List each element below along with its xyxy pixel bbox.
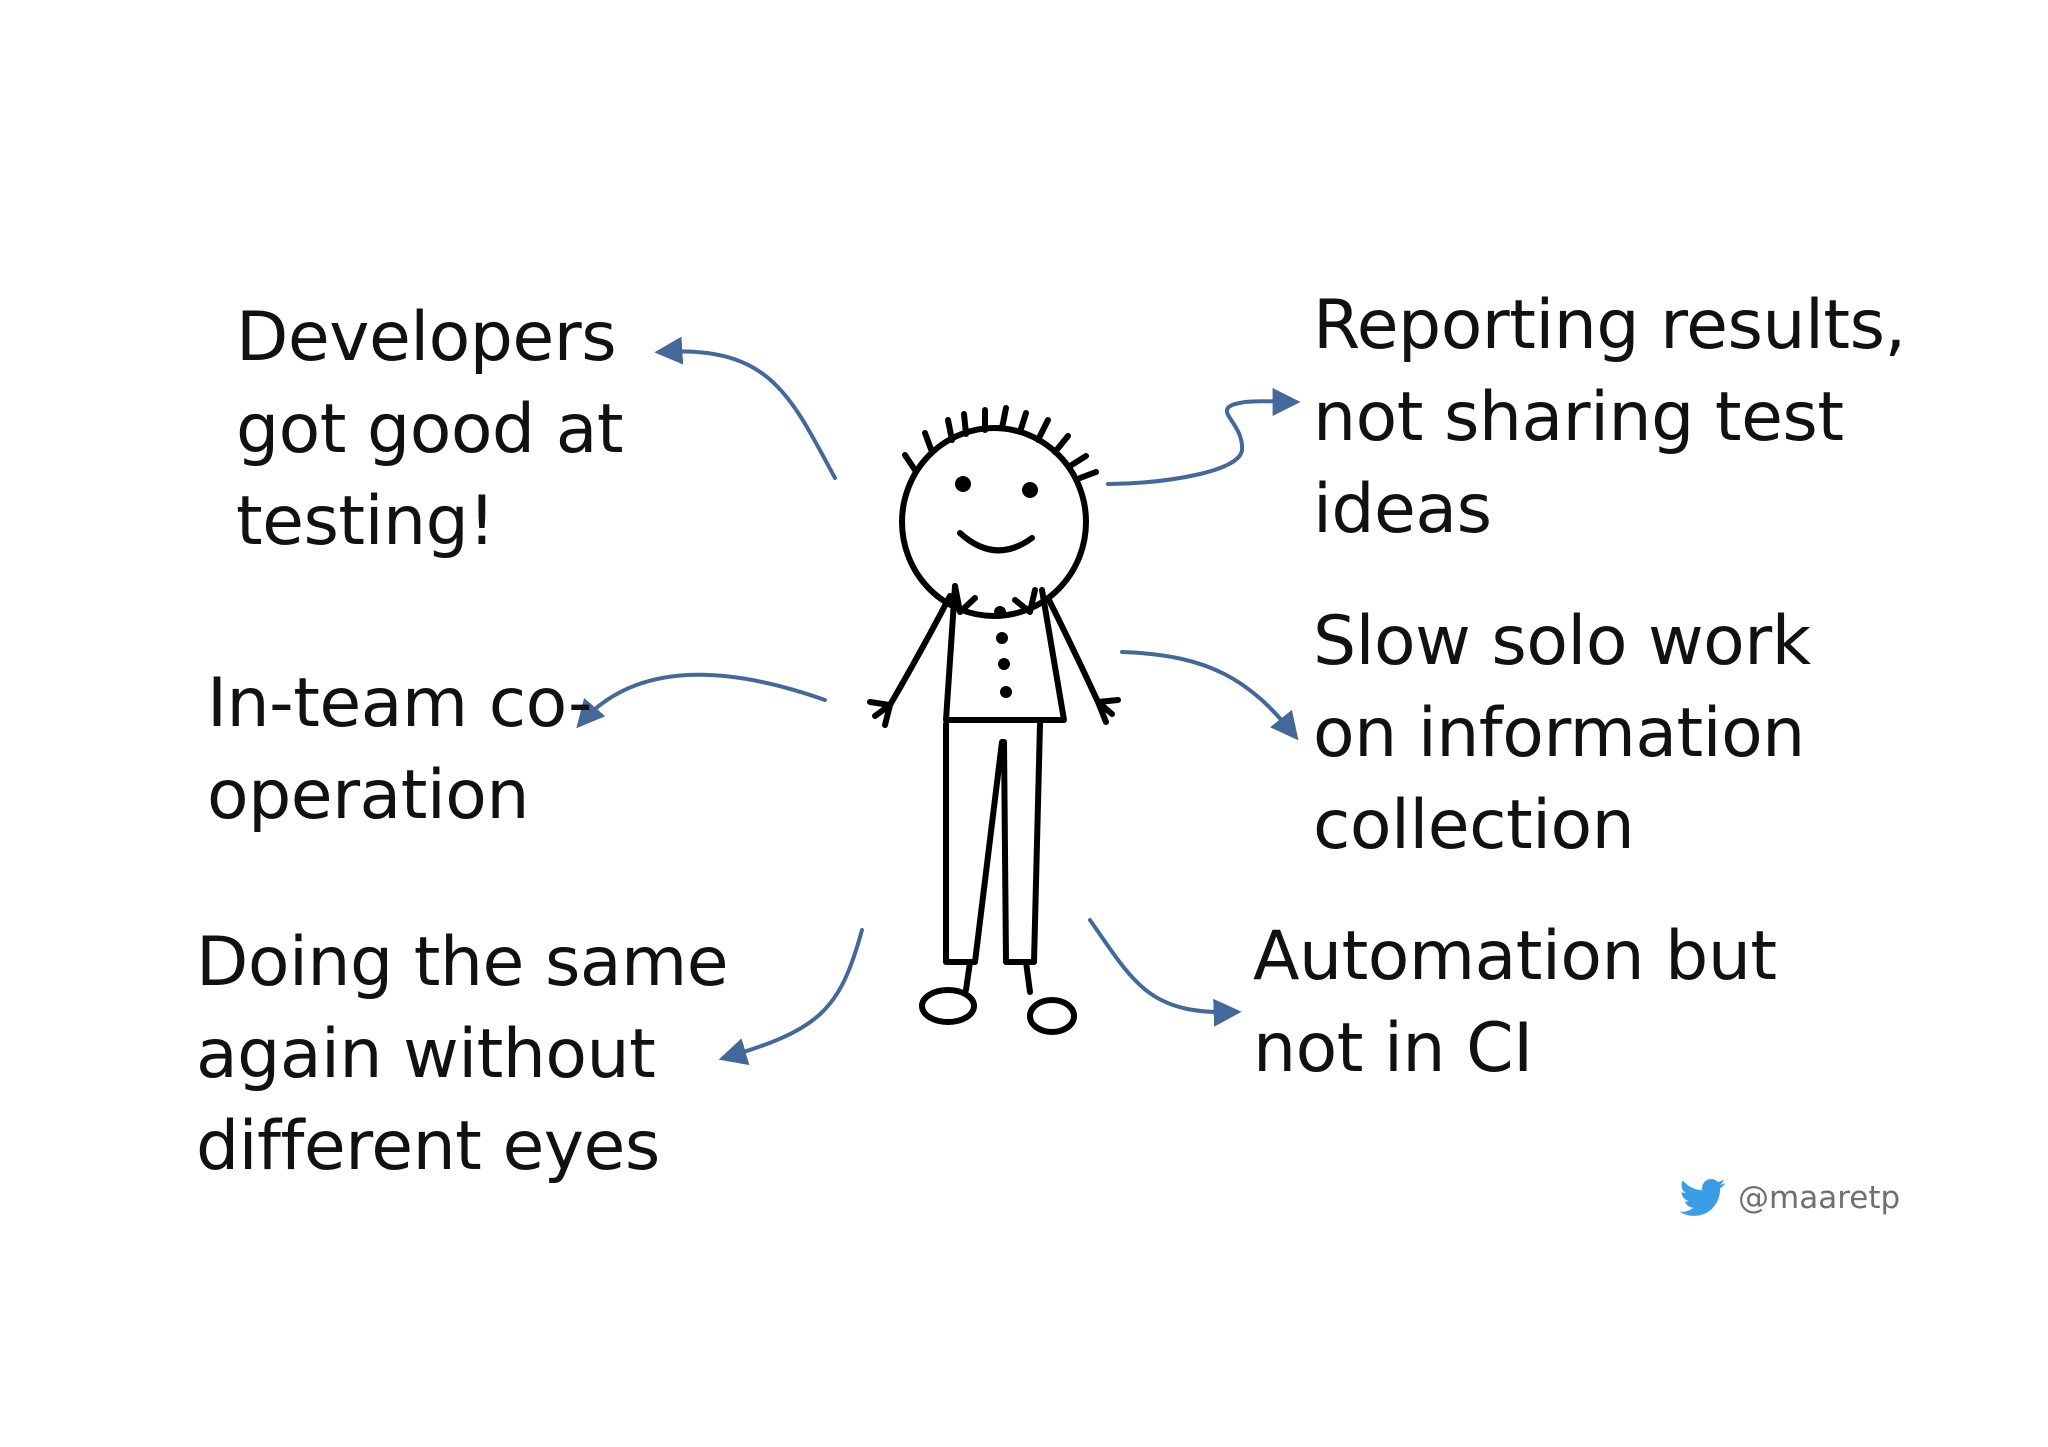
figure-eye-left	[955, 476, 971, 492]
figure-head	[899, 425, 1089, 619]
figure-torso	[943, 583, 1067, 723]
arrow-doing	[718, 928, 864, 1066]
figure-eye-right	[1022, 482, 1038, 498]
label-line: testing!	[236, 482, 496, 561]
arrow-inteam	[576, 672, 827, 729]
twitter-handle-text: @maaretp	[1738, 1180, 1901, 1216]
twitter-bird-icon	[1680, 1179, 1726, 1216]
stick-figure	[867, 405, 1121, 1035]
figure-button	[1000, 686, 1012, 698]
label-line: Automation but	[1253, 917, 1777, 996]
label-line: Doing the same	[196, 923, 729, 1002]
figure-arm-left	[867, 593, 953, 728]
label-line: Reporting results,	[1313, 286, 1906, 365]
arrow-automation	[1088, 918, 1242, 1027]
figure-foot-left	[919, 987, 977, 1025]
twitter-handle[interactable]: @maaretp	[1680, 1174, 1900, 1222]
label-doing-the-same-again: Doing the same again without different e…	[196, 917, 729, 1193]
label-line: collection	[1313, 786, 1635, 865]
label-reporting-results: Reporting results, not sharing test idea…	[1313, 280, 1906, 556]
figure-hair	[902, 405, 1099, 481]
label-developers-got-good-at-testing: Developers got good at testing!	[236, 292, 624, 568]
figure-arm-right	[1045, 595, 1121, 725]
figure-ankle-left	[963, 959, 973, 993]
label-line: not sharing test	[1313, 378, 1844, 457]
figure-button	[994, 606, 1006, 618]
label-line: In-team co-	[207, 664, 593, 743]
figure-ankle-right	[1023, 959, 1033, 995]
label-line: operation	[207, 756, 530, 835]
label-line: Developers	[236, 298, 617, 377]
arrow-slow	[1120, 650, 1299, 741]
label-line: on information	[1313, 694, 1805, 773]
label-in-team-cooperation: In-team co- operation	[207, 658, 593, 842]
label-line: got good at	[236, 390, 624, 469]
label-line: not in CI	[1253, 1009, 1533, 1088]
label-automation-not-in-ci: Automation but not in CI	[1253, 911, 1777, 1095]
label-line: different eyes	[196, 1107, 660, 1186]
figure-collar	[952, 583, 1038, 615]
label-line: again without	[196, 1015, 656, 1094]
label-line: Slow solo work	[1313, 602, 1811, 681]
figure-button	[996, 632, 1008, 644]
figure-leg-left	[943, 721, 1005, 965]
figure-smile	[957, 530, 1035, 554]
arrow-reporting	[1106, 387, 1301, 486]
figure-leg-right	[1001, 721, 1043, 965]
figure-foot-right	[1027, 997, 1077, 1035]
figure-button	[998, 658, 1010, 670]
arrow-developers	[654, 336, 837, 480]
label-line: ideas	[1313, 470, 1492, 549]
arrows	[576, 336, 1301, 1066]
label-slow-solo-work: Slow solo work on information collection	[1313, 596, 1811, 872]
